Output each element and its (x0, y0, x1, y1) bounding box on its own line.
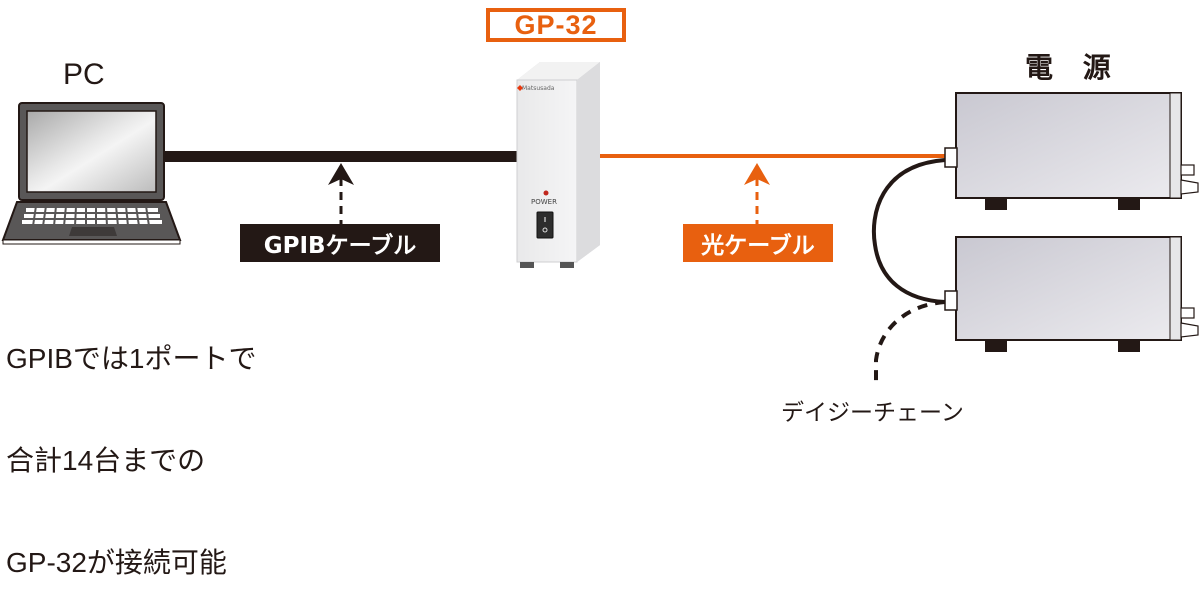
power-label: POWER (531, 198, 557, 206)
gpib-cable (162, 151, 520, 162)
note-line-2: 合計14台までの (6, 445, 206, 476)
note-line-3: GP-32が接続可能 (6, 547, 227, 578)
gp32-device-image (516, 62, 600, 268)
power-supply-label: 電 源 (1025, 51, 1121, 84)
optical-cable (600, 154, 945, 158)
pc-label: PC (63, 58, 105, 91)
power-switch (536, 211, 554, 239)
note-line-1: GPIBでは1ポートで (6, 343, 257, 374)
power-supply-2-image (944, 236, 1199, 352)
laptop-icon (1, 102, 182, 245)
optical-pointer-arrow (744, 163, 770, 224)
daisy-chain-continuation-dashed (874, 300, 946, 388)
power-supply-1-image (944, 92, 1199, 210)
gpib-cable-label: GPIBケーブル (240, 224, 440, 262)
brand-label: Matsusada (522, 85, 555, 92)
gpib-pointer-arrow (328, 163, 354, 224)
daisy-chain-cable (871, 158, 946, 304)
connection-diagram (1, 62, 1199, 388)
power-led-icon (543, 190, 549, 196)
optical-cable-label: 光ケーブル (683, 224, 833, 262)
connection-note: GPIBでは1ポートで 合計14台までの GP-32が接続可能 (6, 274, 256, 614)
daisy-chain-label: デイジーチェーン (781, 400, 964, 426)
device-title-badge: GP-32 (486, 8, 626, 42)
